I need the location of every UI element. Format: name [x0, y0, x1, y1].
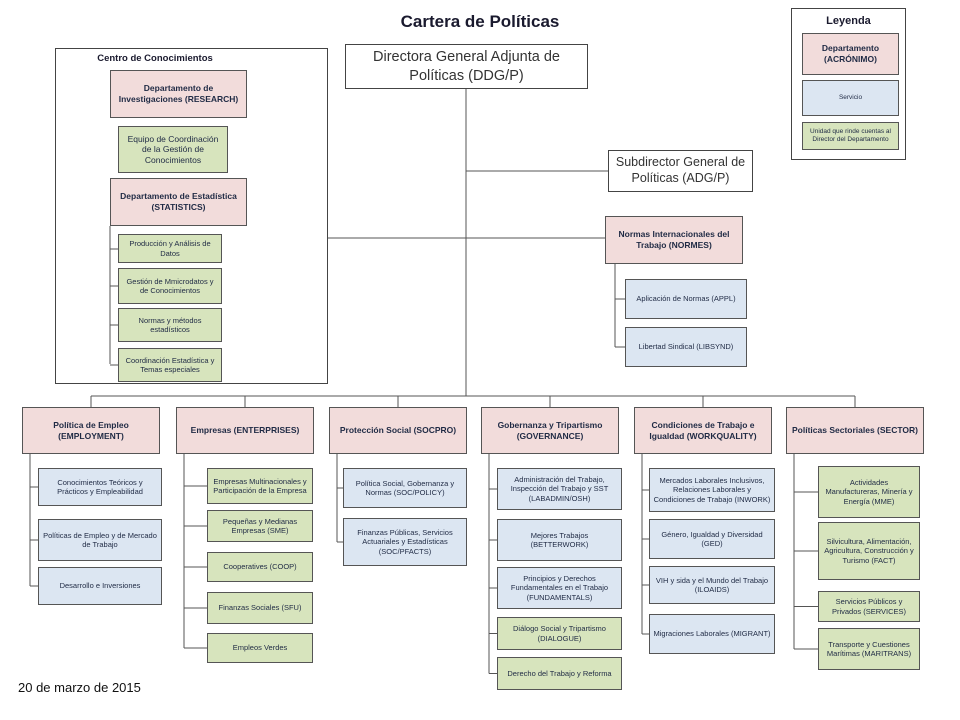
department-item: Principios y Derechos Fundamentales en e…: [497, 567, 622, 609]
department-item: Finanzas Públicas, Servicios Actuariales…: [343, 518, 467, 566]
statistics-department: Departamento de Estadística (STATISTICS): [110, 178, 247, 226]
department-box: Protección Social (SOCPRO): [329, 407, 467, 454]
department-item: Mejores Trabajos (BETTERWORK): [497, 519, 622, 561]
department-item: Empresas Multinacionales y Participación…: [207, 468, 313, 504]
normes-department: Normas Internacionales del Trabajo (NORM…: [605, 216, 743, 264]
department-item: Migraciones Laborales (MIGRANT): [649, 614, 775, 654]
department-item: Política Social, Gobernanza y Normas (SO…: [343, 468, 467, 508]
knowledge-centre-frame: [55, 48, 328, 384]
department-item: Administración del Trabajo, Inspección d…: [497, 468, 622, 510]
legend-title: Leyenda: [826, 15, 871, 27]
legend-frame: [791, 8, 906, 160]
statistics-unit: Gestión de Mmicrodatos y de Conocimiento…: [118, 268, 222, 304]
department-item: Transporte y Cuestiones Marítimas (MARIT…: [818, 628, 920, 670]
legend-unit: Unidad que rinde cuentas al Director del…: [802, 122, 899, 150]
statistics-unit: Producción y Análisis de Datos: [118, 234, 222, 263]
department-item: Servicios Públicos y Privados (SERVICES): [818, 591, 920, 622]
department-box: Condiciones de Trabajo e Igualdad (WORKQ…: [634, 407, 772, 454]
department-box: Políticas Sectoriales (SECTOR): [786, 407, 924, 454]
department-item: Conocimientos Teóricos y Prácticos y Emp…: [38, 468, 162, 506]
department-item: Actividades Manufactureras, Minería y En…: [818, 466, 920, 518]
statistics-unit: Normas y métodos estadísticos: [118, 308, 222, 342]
knowledge-centre-title: Centro de Conocimientos: [97, 53, 213, 64]
department-item: Diálogo Social y Tripartismo (DIALOGUE): [497, 617, 622, 650]
department-box: Política de Empleo (EMPLOYMENT): [22, 407, 160, 454]
coordination-team: Equipo de Coordinación de la Gestión de …: [118, 126, 228, 173]
department-item: Silvicultura, Alimentación, Agricultura,…: [818, 522, 920, 580]
department-item: Finanzas Sociales (SFU): [207, 592, 313, 624]
department-box: Gobernanza y Tripartismo (GOVERNANCE): [481, 407, 619, 454]
department-item: Mercados Laborales Inclusivos, Relacione…: [649, 468, 775, 512]
department-item: VIH y sida y el Mundo del Trabajo (ILOAI…: [649, 566, 775, 604]
department-item: Género, Igualdad y Diversidad (GED): [649, 519, 775, 559]
statistics-unit: Coordinación Estadística y Temas especia…: [118, 348, 222, 382]
page-title: Cartera de Políticas: [400, 12, 560, 31]
department-item: Pequeñas y Medianas Empresas (SME): [207, 510, 313, 542]
research-department: Departamento de Investigaciones (RESEARC…: [110, 70, 247, 118]
normes-service: Libertad Sindical (LIBSYND): [625, 327, 747, 367]
department-item: Derecho del Trabajo y Reforma: [497, 657, 622, 690]
department-box: Empresas (ENTERPRISES): [176, 407, 314, 454]
legend-department: Departamento (ACRÓNIMO): [802, 33, 899, 75]
ddg-box: Directora General Adjunta de Políticas (…: [345, 44, 588, 89]
department-item: Políticas de Empleo y de Mercado de Trab…: [38, 519, 162, 561]
normes-service: Aplicación de Normas (APPL): [625, 279, 747, 319]
adg-box: Subdirector General de Políticas (ADG/P): [608, 150, 753, 192]
department-item: Cooperatives (COOP): [207, 552, 313, 582]
legend-service: Servicio: [802, 80, 899, 116]
date-label: 20 de marzo de 2015: [18, 680, 141, 695]
department-item: Empleos Verdes: [207, 633, 313, 663]
department-item: Desarrollo e Inversiones: [38, 567, 162, 605]
